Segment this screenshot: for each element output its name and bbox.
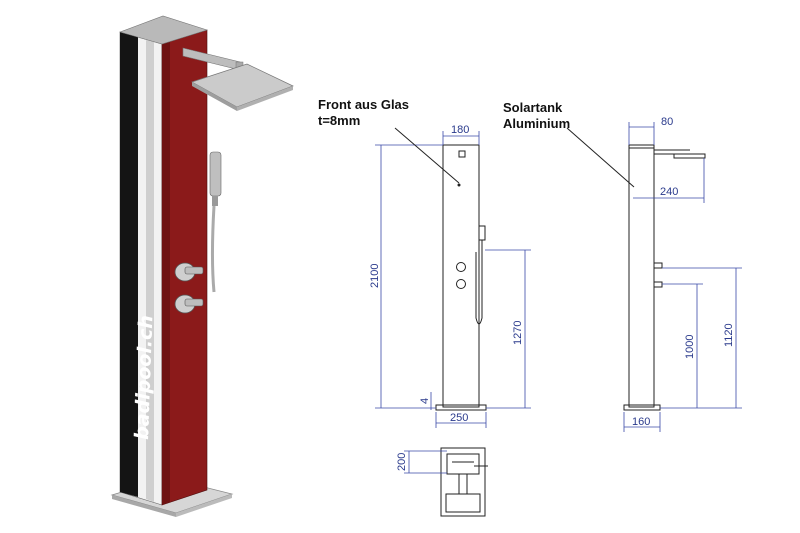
dim-total-height: 2100: [369, 264, 381, 288]
dim-base-gap: 4: [419, 398, 431, 404]
column-top: [119, 15, 208, 45]
front-view-drawing: 180 2100 1270 4 250 200 Front aus Glas t…: [318, 97, 531, 517]
dim-side-upper-valve: 1120: [723, 323, 735, 347]
label-tank-material: Aluminium: [503, 116, 570, 131]
shower-hose: [211, 205, 216, 293]
dim-side-top: 80: [661, 116, 673, 128]
side-view-drawing: 80 240 1120 1000 160 Solartank Aluminium: [503, 100, 742, 432]
brand-logo: badipool.ch: [131, 315, 157, 440]
dim-base-depth: 200: [396, 453, 408, 471]
dim-base-width: 250: [450, 412, 468, 424]
label-solar-tank: Solartank: [503, 100, 563, 115]
dim-side-base: 160: [632, 416, 650, 428]
hand-shower: [209, 151, 222, 197]
dim-side-arm: 240: [660, 186, 678, 198]
label-front-thickness: t=8mm: [318, 113, 360, 128]
dim-front-width: 180: [451, 124, 469, 136]
label-front-glass: Front aus Glas: [318, 97, 409, 112]
upper-valve: [174, 262, 204, 282]
dim-side-lower-valve: 1000: [684, 335, 696, 359]
lower-valve: [174, 294, 204, 314]
product-rendering: badipool.ch: [110, 15, 294, 517]
dim-handle-height: 1270: [512, 321, 524, 345]
